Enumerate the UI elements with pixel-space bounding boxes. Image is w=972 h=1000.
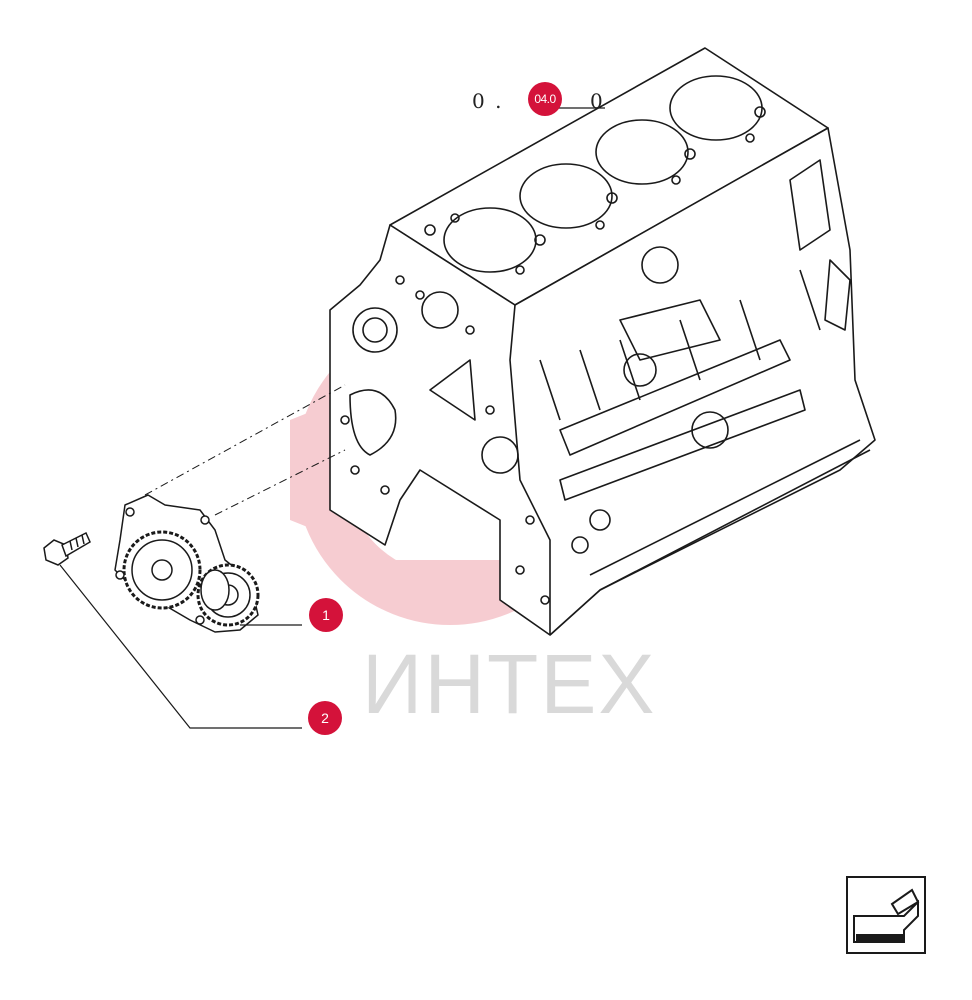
reference-prefix: 0 .	[472, 89, 504, 113]
callout-1[interactable]: 1	[309, 598, 343, 632]
watermark-text: ИНТЕХ	[362, 637, 657, 731]
reference-suffix: 0	[590, 89, 605, 113]
engine-block	[329, 47, 876, 636]
pump-gear-small	[196, 563, 260, 627]
leader-lines	[59, 107, 605, 729]
bolt	[43, 531, 91, 566]
alignment-lines	[144, 384, 346, 516]
callout-2[interactable]: 2	[308, 701, 342, 735]
back-arrow-icon	[846, 876, 926, 954]
reference-badge[interactable]: 04.0	[528, 82, 562, 116]
pump-gear-large	[122, 530, 202, 610]
back-navigation-button[interactable]	[846, 876, 926, 954]
oil-pump	[114, 494, 260, 633]
